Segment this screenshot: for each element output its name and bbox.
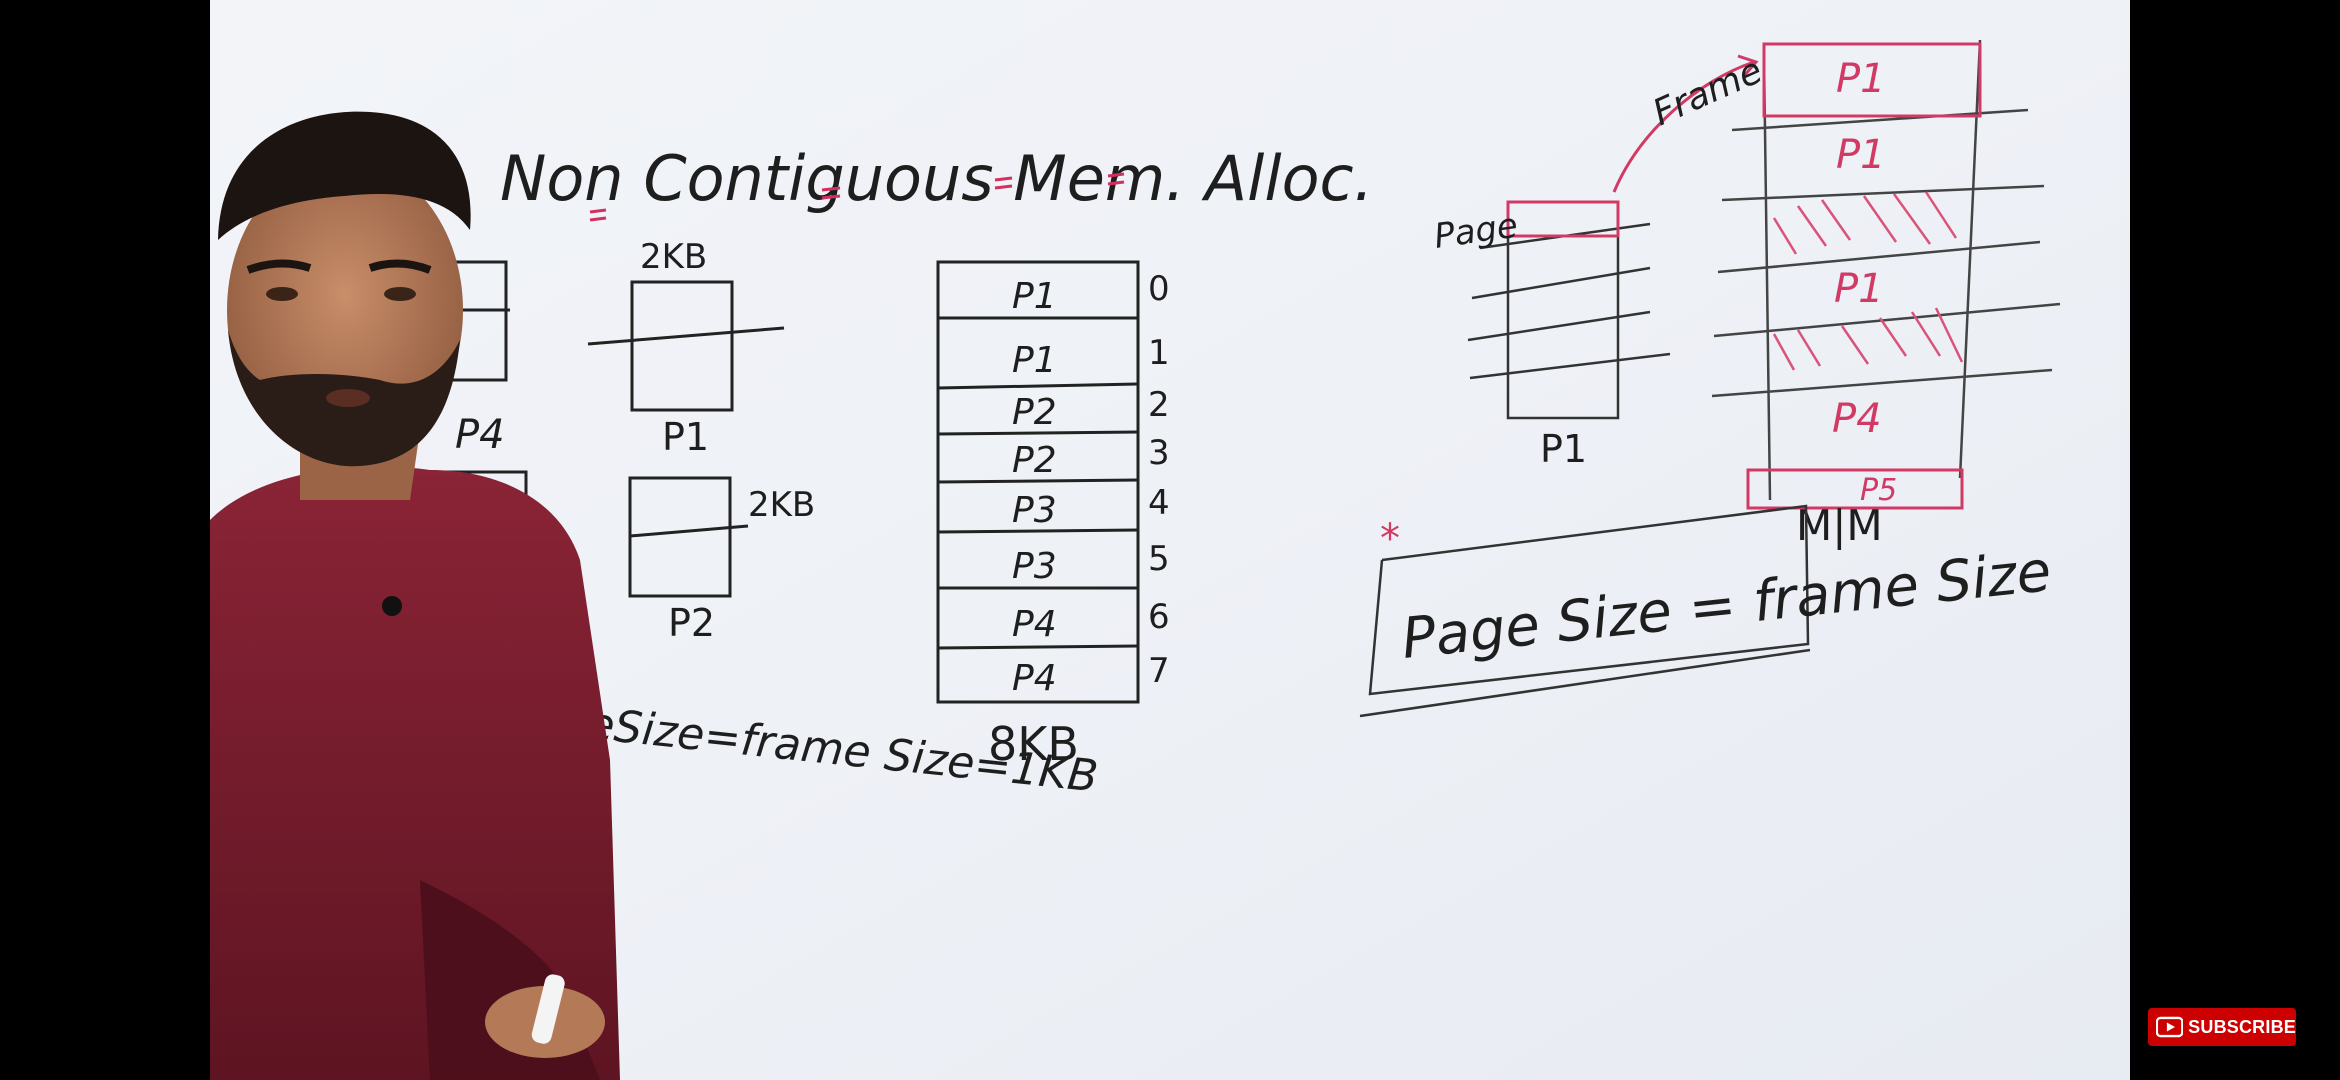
label-p2-size: 2KB (748, 485, 815, 525)
subscribe-button[interactable]: SUBSCRIBE (2148, 1008, 2296, 1046)
memory-slot-label: P3 (1012, 490, 1057, 531)
memory-slot-label: P1 (1012, 340, 1057, 381)
star-mark: * (1380, 516, 1400, 562)
memory-slot-label: P2 (1012, 392, 1057, 433)
page-highlight (1506, 200, 1620, 238)
frame-label: P1 (1836, 56, 1886, 102)
memory-frame-index: 7 (1148, 651, 1170, 691)
memory-frame-index: 6 (1148, 597, 1170, 637)
label-right-p1: P1 (1540, 427, 1587, 471)
svg-text:Non Contiguous Mem. Alloc.: Non Contiguous Mem. Alloc. (500, 142, 1373, 215)
label-p4: P4 (455, 412, 505, 458)
frame-label: P1 (1836, 132, 1886, 178)
frame-highlight-bottom (1746, 468, 1964, 510)
whiteboard-title: Non Contiguous Mem. Alloc. (500, 142, 1373, 222)
hatching (1772, 191, 1964, 371)
youtube-play-icon (2156, 1016, 2184, 1038)
memory-frame-index: 2 (1148, 385, 1170, 425)
frame-label: P5 (1860, 473, 1897, 508)
frame-label: P1 (1834, 266, 1884, 312)
label-p1-size: 2KB (640, 237, 707, 277)
memory-slot-label: P2 (1012, 440, 1057, 481)
memory-total: 8KB (988, 717, 1079, 771)
memory-slot-label: P4 (1012, 604, 1057, 645)
memory-frame-index: 1 (1148, 333, 1170, 373)
label-main-memory: M|M (1796, 501, 1883, 550)
presenter (210, 111, 620, 1080)
memory-slot-label: P1 (1012, 276, 1057, 317)
subscribe-label: SUBSCRIBE (2188, 1016, 2296, 1037)
label-p1: P1 (662, 415, 709, 459)
frame-label: P4 (1832, 396, 1882, 442)
process-p2-box (628, 476, 732, 598)
label-p2: P2 (668, 601, 715, 645)
memory-slot-label: P4 (1012, 658, 1057, 699)
memory-frame-index: 4 (1148, 483, 1170, 523)
memory-frame-index: 5 (1148, 539, 1170, 579)
memory-slot-label: P3 (1012, 546, 1057, 587)
process-p1-box (630, 280, 734, 412)
frame-highlight-top (1762, 42, 1982, 118)
memory-frame-index: 0 (1148, 269, 1170, 309)
memory-frame-index: 3 (1148, 433, 1170, 473)
